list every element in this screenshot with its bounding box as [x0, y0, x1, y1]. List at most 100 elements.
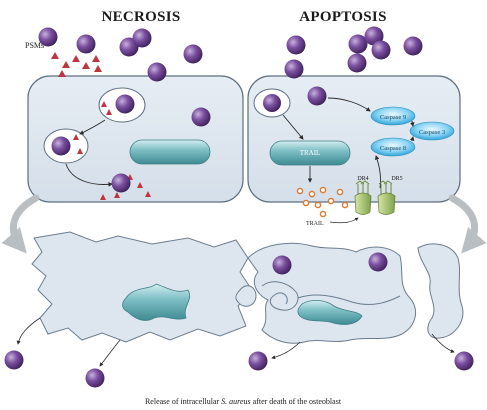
bacterium	[147, 62, 167, 82]
bacterium	[286, 35, 306, 55]
release-arrow-right-2	[431, 333, 455, 353]
apoptosis-cell-membrane	[247, 75, 461, 203]
trail-molecule	[302, 199, 310, 207]
trail-molecule	[296, 187, 304, 195]
bacterium	[454, 351, 474, 371]
trail-label-outer: TRAIL	[306, 221, 324, 227]
dr4-body	[354, 192, 372, 215]
dr4-stalk	[357, 184, 369, 194]
apoptotic-nucleus-fragment	[297, 300, 363, 325]
bacterium	[51, 136, 71, 156]
psm-marker	[137, 182, 143, 188]
figure-caption: Release of intracellular S. aureus after…	[145, 397, 342, 406]
apoptotic-body-fold-2	[297, 294, 401, 305]
arrow-receptor-to-caspase8	[375, 155, 381, 189]
apoptotic-body-right	[417, 243, 464, 339]
bacterium	[368, 252, 388, 272]
psm-marker	[58, 70, 66, 77]
psm-marker	[114, 192, 120, 198]
bacteria	[4, 26, 474, 388]
dr4-receptor	[354, 180, 372, 215]
bacterium	[183, 44, 203, 64]
psm-marker	[94, 65, 102, 72]
trail-molecules	[296, 186, 349, 218]
psm-marker	[73, 134, 79, 140]
necrotic-cell-debris	[31, 231, 253, 343]
apoptotic-bodies	[235, 242, 464, 344]
dr5-receptor	[377, 180, 396, 215]
necrotic-membrane-fragment	[31, 231, 253, 343]
bacterium	[191, 107, 211, 127]
dr4-label: DR4	[357, 176, 368, 182]
release-arrow-left-2	[99, 339, 121, 367]
psm-marker	[51, 52, 59, 59]
bacterium	[307, 86, 327, 106]
bacterium	[85, 368, 105, 388]
trail-molecule	[319, 186, 327, 194]
bacterium	[132, 28, 152, 48]
bacterium	[284, 59, 304, 79]
bacterium	[248, 351, 268, 371]
dr5-body	[377, 192, 396, 215]
trail-molecule	[319, 210, 327, 218]
caspase-cluster: Caspase 9 Caspase 3 Caspase 8	[370, 106, 455, 157]
apoptosis-nucleus	[269, 140, 351, 166]
caspase-8-label: Caspase 8	[380, 145, 406, 152]
necrosis-arrow-vacuole-to-vacuole	[79, 119, 106, 135]
bacterium	[272, 255, 292, 275]
trail-molecule	[314, 201, 322, 209]
apoptosis-heading: APOPTOSIS	[299, 9, 386, 25]
necrosis-cell-membrane	[27, 75, 244, 203]
bacterium	[263, 94, 281, 112]
apoptotic-body-fold	[261, 281, 299, 311]
caspase-3	[409, 121, 455, 141]
arrow-vacuole-to-trail	[282, 114, 304, 140]
apoptotic-body-main	[247, 242, 417, 344]
bacterium	[371, 40, 391, 60]
psm-group-outside	[51, 52, 102, 77]
bacterium	[111, 173, 131, 193]
dr5-cap	[378, 180, 393, 185]
bacterium	[403, 36, 423, 56]
bacterium	[76, 34, 96, 54]
psm-marker	[82, 62, 90, 69]
psm-marker	[92, 55, 100, 62]
bacterium	[115, 94, 135, 114]
psm-marker	[77, 148, 83, 154]
apoptosis-transition-arrow	[448, 194, 487, 254]
dr5-stalk	[380, 184, 392, 194]
psm-marker	[106, 109, 112, 115]
psm-group-inside	[73, 101, 151, 200]
bacterium	[38, 27, 58, 47]
psm-marker	[62, 61, 70, 68]
apoptosis-cell	[247, 75, 461, 203]
caspase-3-label: Caspase 3	[419, 129, 445, 136]
necrosis-heading: NECROSIS	[101, 9, 180, 25]
caption-italic: S. aureus	[221, 397, 250, 406]
bacterium	[348, 34, 368, 54]
caspase-9-label: Caspase 9	[380, 114, 406, 121]
necrosis-transition-arrow	[1, 194, 40, 254]
necrosis-cell	[27, 75, 244, 203]
necrosis-arrow-to-release	[65, 163, 113, 187]
arrow-trail-to-receptors	[329, 217, 359, 224]
psm-marker	[100, 194, 106, 200]
trail-molecule	[327, 197, 335, 205]
psms-label: PSMs	[25, 41, 44, 50]
psm-marker	[72, 55, 80, 62]
release-arrow-left-1	[16, 317, 41, 345]
necrosis-nucleus	[129, 139, 211, 165]
trail-label-inner: TRAIL	[300, 149, 321, 157]
trail-molecule	[308, 190, 316, 198]
dr5-label: DR5	[391, 176, 402, 182]
caption-part-1: Release of intracellular	[145, 397, 221, 406]
arrow-caspase8-to-caspase3	[409, 136, 415, 142]
caspase-9	[370, 106, 416, 126]
bacterium	[4, 350, 24, 370]
psm-marker	[145, 191, 151, 197]
bacterium	[364, 26, 384, 46]
psm-marker	[101, 101, 107, 107]
caption-part-2: after death of the osteoblast	[251, 397, 342, 406]
apoptotic-bleb-small	[235, 285, 257, 307]
